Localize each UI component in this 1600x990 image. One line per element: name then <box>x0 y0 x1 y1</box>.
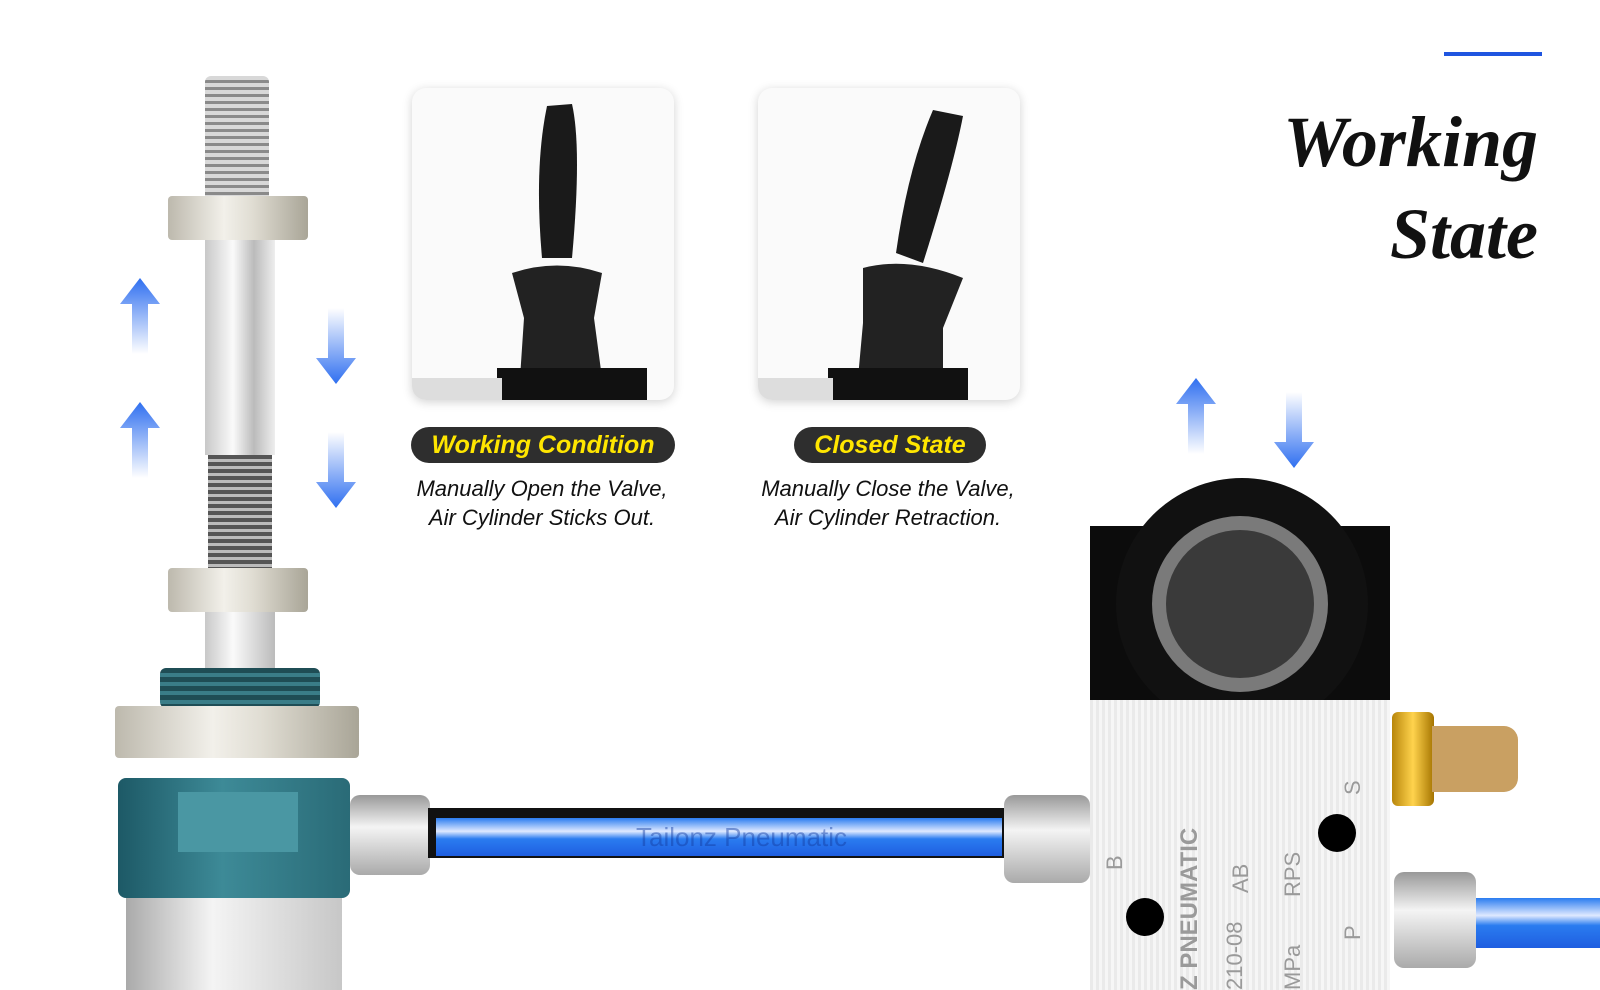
title-accent-line <box>1444 52 1542 56</box>
title-line-2: State <box>1389 194 1538 274</box>
title-line-1: Working <box>1283 102 1538 182</box>
watermark: Tailonz Pneumatic <box>636 822 847 852</box>
closed-valve-photo <box>758 88 1020 400</box>
closed-state-label: Closed State <box>794 427 986 463</box>
cylinder-mount-nut <box>115 706 359 758</box>
valve-brand: Z PNEUMATIC <box>1176 827 1203 990</box>
arrow-down-icon <box>316 308 356 384</box>
hex-nut-bottom <box>168 568 308 612</box>
piston-rod <box>205 240 275 455</box>
arrow-up-icon <box>120 402 160 478</box>
threaded-rod-bottom <box>208 455 272 570</box>
fitting-right <box>1004 795 1090 883</box>
open-valve-photo <box>412 88 674 400</box>
port-label-s: S <box>1340 780 1365 795</box>
arrow-down-icon <box>1274 392 1314 468</box>
caption-line: Manually Open the Valve, <box>416 476 668 501</box>
working-condition-caption: Manually Open the Valve, Air Cylinder St… <box>372 474 712 532</box>
valve-model: 210-08 <box>1222 921 1247 990</box>
muffler-nut <box>1392 712 1434 806</box>
port-label-b: B <box>1102 855 1127 870</box>
air-tube <box>436 818 1002 856</box>
working-condition-label: Working Condition <box>411 427 675 463</box>
port-label-p: P <box>1340 925 1365 940</box>
mount-hole <box>1318 814 1356 852</box>
inlet-tube <box>1476 898 1600 948</box>
caption-line: Air Cylinder Retraction. <box>774 505 1002 530</box>
cylinder-barrel <box>126 898 342 990</box>
threaded-rod-top <box>205 76 269 201</box>
fitting-inlet <box>1394 872 1476 968</box>
caption-line: Manually Close the Valve, <box>761 476 1015 501</box>
hex-nut-top <box>168 196 308 240</box>
arrow-up-icon <box>120 278 160 354</box>
rod-base <box>205 612 275 672</box>
cylinder-thread <box>160 668 320 708</box>
fitting-left <box>350 795 430 875</box>
valve-ports-top: AB <box>1228 863 1253 893</box>
closed-state-caption: Manually Close the Valve, Air Cylinder R… <box>718 474 1058 532</box>
arrow-down-icon <box>316 432 356 508</box>
cylinder-cap-flat <box>178 792 298 852</box>
muffler <box>1432 726 1518 792</box>
valve-pressure: MPa <box>1280 944 1305 990</box>
valve-ports-bottom: RPS <box>1280 851 1305 897</box>
arrow-up-icon <box>1176 378 1216 454</box>
caption-line: Air Cylinder Sticks Out. <box>428 505 656 530</box>
push-button[interactable] <box>1166 530 1314 678</box>
mount-hole <box>1126 898 1164 936</box>
page-title: Working State <box>1283 96 1538 280</box>
